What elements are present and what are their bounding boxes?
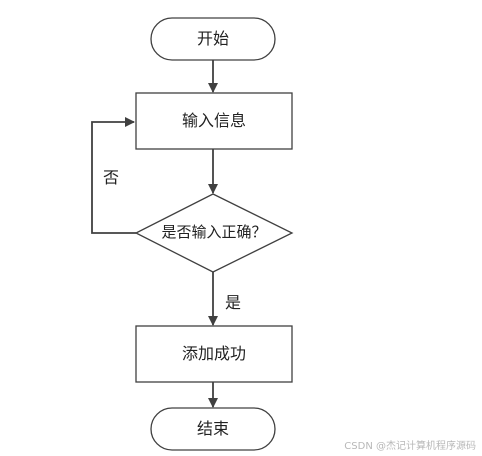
success-label: 添加成功 [181,344,246,363]
input-label: 输入信息 [181,111,246,130]
end-label: 结束 [196,419,229,438]
decision-label: 是否输入正确？ [161,223,267,241]
edge-decision-no [91,117,136,234]
success-node [135,325,293,383]
input-node [135,92,293,150]
edge-no-label: 否 [102,168,119,187]
watermark: CSDN @杰记计算机程序源码 [344,441,476,452]
edge-yes-label: 是 [224,293,241,312]
end-node [150,407,276,451]
start-label: 开始 [196,29,229,48]
